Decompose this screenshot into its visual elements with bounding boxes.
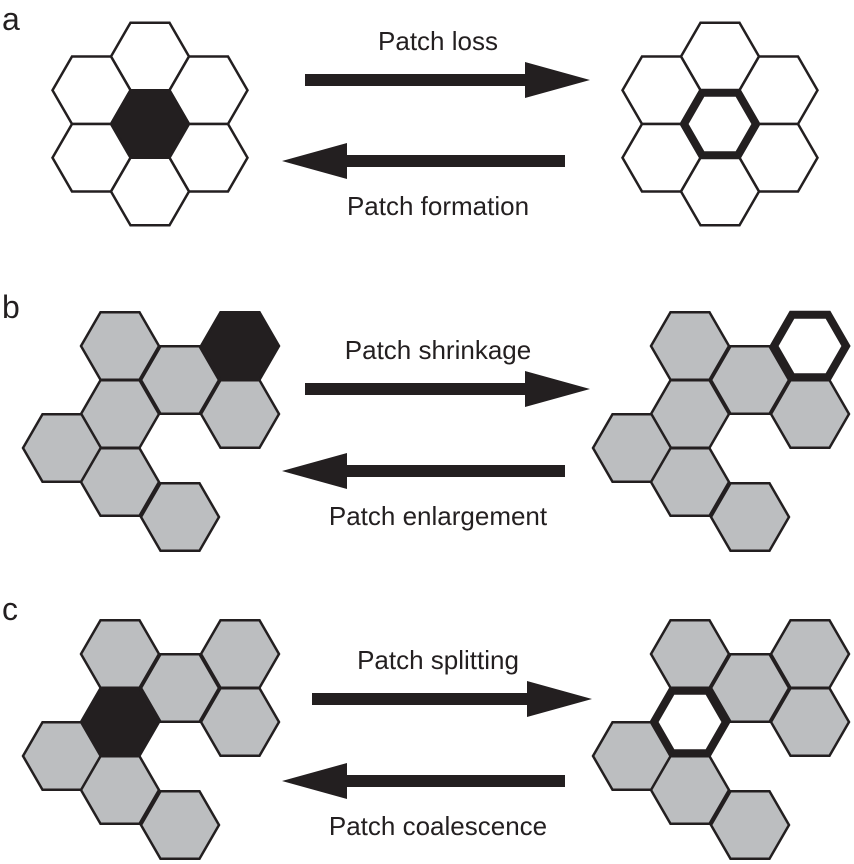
right-lattice-c [591,618,851,861]
panel-c: c Patch splitting Patch coalescence [2,591,851,861]
reverse-label-c: Patch coalescence [329,811,547,841]
forward-label-c: Patch splitting [357,645,519,675]
forward-arrow-c [312,681,592,717]
panel-a: a Patch loss Patch formation [2,1,819,227]
hex-cell-patch [199,686,281,758]
hex-cell-focal [79,686,161,758]
forward-label-b: Patch shrinkage [345,335,531,365]
forward-arrow-a [305,62,590,98]
hex-cell-patch [139,789,221,861]
reverse-arrow-a [282,143,565,179]
panel-letter-c: c [2,591,18,627]
hex-cell-patch [139,652,221,724]
right-lattice-a [621,21,819,227]
hex-cell-patch [79,446,161,518]
left-lattice-a [51,21,249,227]
hex-cell-patch [769,686,851,758]
reverse-arrow-b [282,453,565,489]
hex-cell-patch [709,789,791,861]
forward-label-a: Patch loss [378,26,498,56]
hex-cell-patch [139,344,221,416]
hex-cell-patch [139,481,221,553]
hex-cell-patch [649,446,731,518]
reverse-arrow-c [282,763,565,799]
hex-cell-focal [199,310,281,382]
forward-arrow-b [305,371,590,407]
panel-letter-b: b [2,289,20,325]
hex-cell-vacated [649,686,731,758]
left-lattice-c [21,618,281,861]
left-lattice-b [21,310,281,553]
reverse-label-a: Patch formation [347,191,529,221]
panel-b: b Patch shrinkage Patch enlargement [2,289,851,553]
hex-cell-empty [109,156,191,227]
hex-cell-vacated [769,310,851,382]
right-lattice-b [591,310,851,553]
hex-cell-patch [709,481,791,553]
hex-cell-vacated [679,88,761,160]
reverse-label-b: Patch enlargement [329,501,548,531]
panel-letter-a: a [2,1,20,37]
